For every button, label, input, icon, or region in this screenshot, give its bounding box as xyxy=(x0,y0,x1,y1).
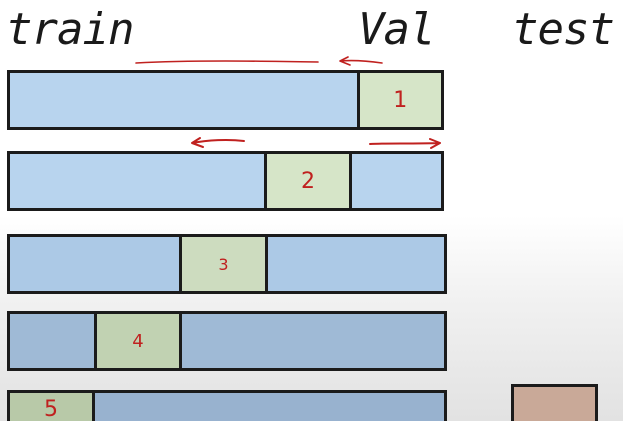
arrow-right-stroke xyxy=(369,138,441,149)
fold-label: 2 xyxy=(301,168,315,194)
arrow-left-stroke-2 xyxy=(191,137,245,148)
train-header: train xyxy=(6,4,134,55)
test-set-block xyxy=(511,384,598,421)
fold-label: 5 xyxy=(44,397,58,421)
val-segment: 3 xyxy=(179,234,268,294)
val-segment: 1 xyxy=(356,70,444,130)
train-segment xyxy=(265,234,447,294)
fold-label: 3 xyxy=(218,254,229,274)
fold-row-4: 4 xyxy=(7,311,447,371)
fold-row-5: 5 xyxy=(7,390,447,421)
fold-label: 1 xyxy=(393,87,408,113)
fold-row-3: 3 xyxy=(7,234,447,294)
train-underline-stroke xyxy=(135,60,319,64)
train-segment xyxy=(7,234,182,294)
fold-row-1: 1 xyxy=(7,70,444,130)
val-segment: 4 xyxy=(94,311,182,371)
train-segment xyxy=(7,70,360,130)
train-segment xyxy=(92,390,447,421)
arrow-left-stroke-1 xyxy=(339,56,383,66)
fold-row-2: 2 xyxy=(7,151,444,211)
val-segment: 2 xyxy=(264,151,352,211)
fold-label: 4 xyxy=(132,330,144,352)
train-segment xyxy=(7,311,97,371)
val-header: Val xyxy=(358,4,435,55)
train-segment xyxy=(349,151,444,211)
val-segment: 5 xyxy=(7,390,95,421)
test-header: test xyxy=(512,4,615,55)
train-segment xyxy=(7,151,267,211)
train-segment xyxy=(179,311,447,371)
